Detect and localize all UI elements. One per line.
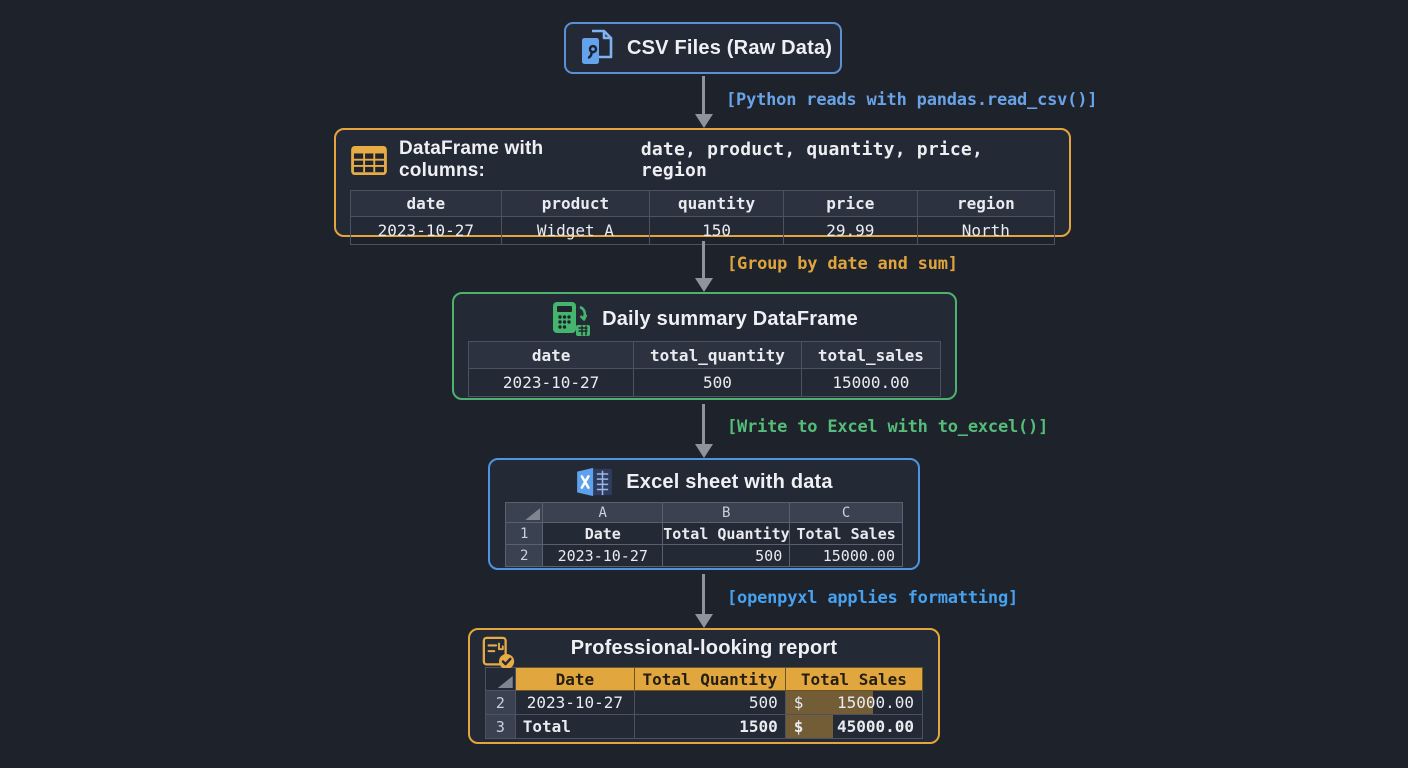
currency-symbol: $ [793,717,804,736]
excel-cell: 500 [662,544,791,567]
excel-row-number: 1 [504,522,544,545]
flow-arrow-4-head [695,614,713,628]
select-all-corner [485,667,516,691]
table-cell: 15000.00 [800,368,942,397]
summary-node-title: Daily summary DataFrame [602,308,858,330]
sales-value: 45000.00 [836,717,914,736]
csv-node-title: CSV Files (Raw Data) [627,36,833,59]
data-bar [786,715,834,738]
flow-arrow-4-line [702,574,705,614]
excel-cell: Date [542,522,664,545]
column-header: quantity [649,190,784,217]
column-header: product [500,190,651,217]
column-header: total_quantity [633,341,802,369]
excel-cell: 15000.00 [789,544,903,567]
select-all-corner [504,502,544,523]
excel-node: Excel sheet with data A B C 1 Date Total… [488,458,920,570]
column-header: region [916,190,1056,217]
dataframe-table: date product quantity price region 2023-… [350,190,1056,245]
column-header: total_sales [800,341,942,369]
excel-row-1: 1 Date Total Quantity Total Sales [504,522,903,545]
report-table: Date Total Quantity Total Sales 2 2023-1… [485,667,924,739]
flow-arrow-3-head [695,444,713,458]
sales-value: 15000.00 [836,693,914,712]
excel-col-header: A [542,502,664,523]
edge-label-read-csv: [Python reads with pandas.read_csv()] [726,90,1098,110]
report-check-icon [482,636,515,670]
dataframe-title-text: DataFrame with columns: [399,138,544,181]
corner-triangle-icon [525,508,541,520]
report-cell: 1500 [634,714,786,739]
report-col-header: Date [514,667,636,691]
flow-arrow-1-line [702,76,705,114]
excel-icon [577,467,613,497]
calculator-icon [553,302,591,336]
excel-cell: Total Sales [789,522,903,545]
dataframe-title-columns: date, product, quantity, price, region [640,139,984,181]
excel-cell: 2023-10-27 [542,544,664,567]
excel-col-header: B [662,502,791,523]
excel-row-2: 2 2023-10-27 500 15000.00 [504,544,903,567]
table-cell: 150 [649,216,784,245]
report-row-2: 2 2023-10-27 500 $ 15000.00 [485,690,924,715]
flow-arrow-3-line [702,404,705,444]
summary-data-row: 2023-10-27 500 15000.00 [467,368,942,397]
data-bar [786,691,873,714]
csv-files-node: CSV Files (Raw Data) [564,22,842,74]
report-row-number: 3 [485,714,516,739]
currency-symbol: $ [793,693,804,712]
summary-table: date total_quantity total_sales 2023-10-… [467,341,942,397]
excel-node-title: Excel sheet with data [626,470,833,493]
report-node-title: Professional-looking report [570,636,838,659]
summary-header-row: date total_quantity total_sales [467,341,942,369]
edge-label-to-excel: [Write to Excel with to_excel()] [727,417,1049,437]
corner-triangle-icon [497,676,513,688]
report-header-row: Date Total Quantity Total Sales [485,667,924,691]
table-cell: 500 [633,368,802,397]
table-icon [351,145,387,175]
column-header: price [782,190,918,217]
table-cell: 2023-10-27 [350,216,502,245]
report-cell: 500 [634,690,786,715]
flow-arrow-2-line [702,241,705,278]
dataframe-node: DataFrame with columns: date, product, q… [334,128,1071,245]
csv-files-icon [582,29,613,64]
report-cell: Total [514,714,636,739]
report-sales-cell: $ 45000.00 [784,714,924,739]
report-row-number: 2 [485,690,516,715]
column-header: date [467,341,635,369]
dataframe-data-row: 2023-10-27 Widget A 150 29.99 North [350,216,1056,245]
dataframe-header-row: date product quantity price region [350,190,1056,217]
table-cell: North [916,216,1056,245]
report-col-header: Total Sales [784,667,924,691]
flow-arrow-1-head [695,114,713,128]
table-cell: 2023-10-27 [467,368,635,397]
excel-cell: Total Quantity [662,522,791,545]
edge-label-openpyxl: [openpyxl applies formatting] [727,588,1019,608]
summary-node: Daily summary DataFrame date total_quant… [452,292,957,400]
report-sales-cell: $ 15000.00 [784,690,924,715]
table-cell: 29.99 [782,216,918,245]
report-col-header: Total Quantity [634,667,786,691]
excel-row-number: 2 [504,544,544,567]
excel-sheet-table: A B C 1 Date Total Quantity Total Sales … [504,502,903,567]
edge-label-groupby: [Group by date and sum] [727,254,958,274]
report-node: Professional-looking report Date Total Q… [468,628,940,744]
column-header: date [350,190,502,217]
flow-arrow-2-head [695,278,713,292]
excel-col-header: C [789,502,903,523]
report-cell: 2023-10-27 [514,690,636,715]
excel-column-header-row: A B C [504,502,903,523]
report-row-3: 3 Total 1500 $ 45000.00 [485,714,924,739]
table-cell: Widget A [500,216,651,245]
